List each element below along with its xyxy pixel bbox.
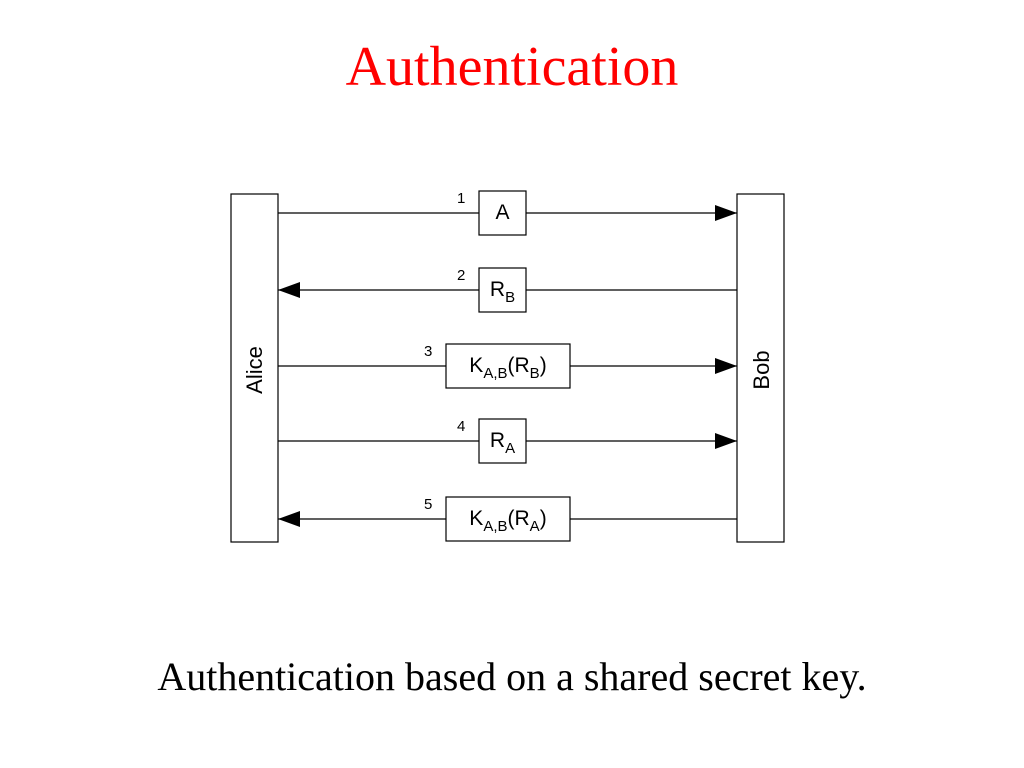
bob-lifeline-box	[736, 193, 785, 543]
alice-lifeline-box	[230, 193, 279, 543]
label-text: A	[495, 201, 509, 224]
label-subscript: A,B	[483, 365, 507, 382]
message-2: 2RB	[278, 267, 737, 313]
step-number: 2	[457, 267, 465, 284]
message-label: KA,B(RB)	[469, 354, 546, 382]
label-text: K	[469, 354, 483, 377]
message-label: RB	[490, 278, 515, 306]
message-label: KA,B(RA)	[469, 507, 546, 535]
message-box	[445, 343, 571, 389]
step-number: 5	[424, 496, 432, 513]
message-box	[478, 418, 527, 464]
message-box	[445, 496, 571, 542]
label-subscript: A	[530, 518, 540, 535]
label-text: )	[540, 354, 547, 377]
label-text: K	[469, 507, 483, 530]
label-subscript: B	[505, 289, 515, 306]
bob-label: Bob	[749, 350, 774, 389]
alice-label: Alice	[242, 346, 267, 394]
message-3: 3KA,B(RB)	[278, 343, 737, 389]
step-number: 4	[457, 418, 465, 435]
label-text: R	[490, 429, 505, 452]
message-box	[478, 190, 527, 236]
label-text: )	[540, 507, 547, 530]
message-box	[478, 267, 527, 313]
label-subscript: A,B	[483, 518, 507, 535]
label-text: R	[490, 278, 505, 301]
step-number: 1	[457, 190, 465, 207]
label-text: (R	[508, 354, 530, 377]
message-label: A	[495, 201, 509, 224]
step-number: 3	[424, 343, 432, 360]
message-5: 5KA,B(RA)	[278, 496, 737, 542]
label-subscript: B	[530, 365, 540, 382]
slide-caption: Authentication based on a shared secret …	[157, 654, 867, 699]
message-1: 1A	[278, 190, 737, 236]
slide-title: Authentication	[345, 36, 679, 98]
message-label: RA	[490, 429, 515, 457]
label-text: (R	[508, 507, 530, 530]
label-subscript: A	[505, 440, 515, 457]
message-4: 4RA	[278, 418, 737, 464]
